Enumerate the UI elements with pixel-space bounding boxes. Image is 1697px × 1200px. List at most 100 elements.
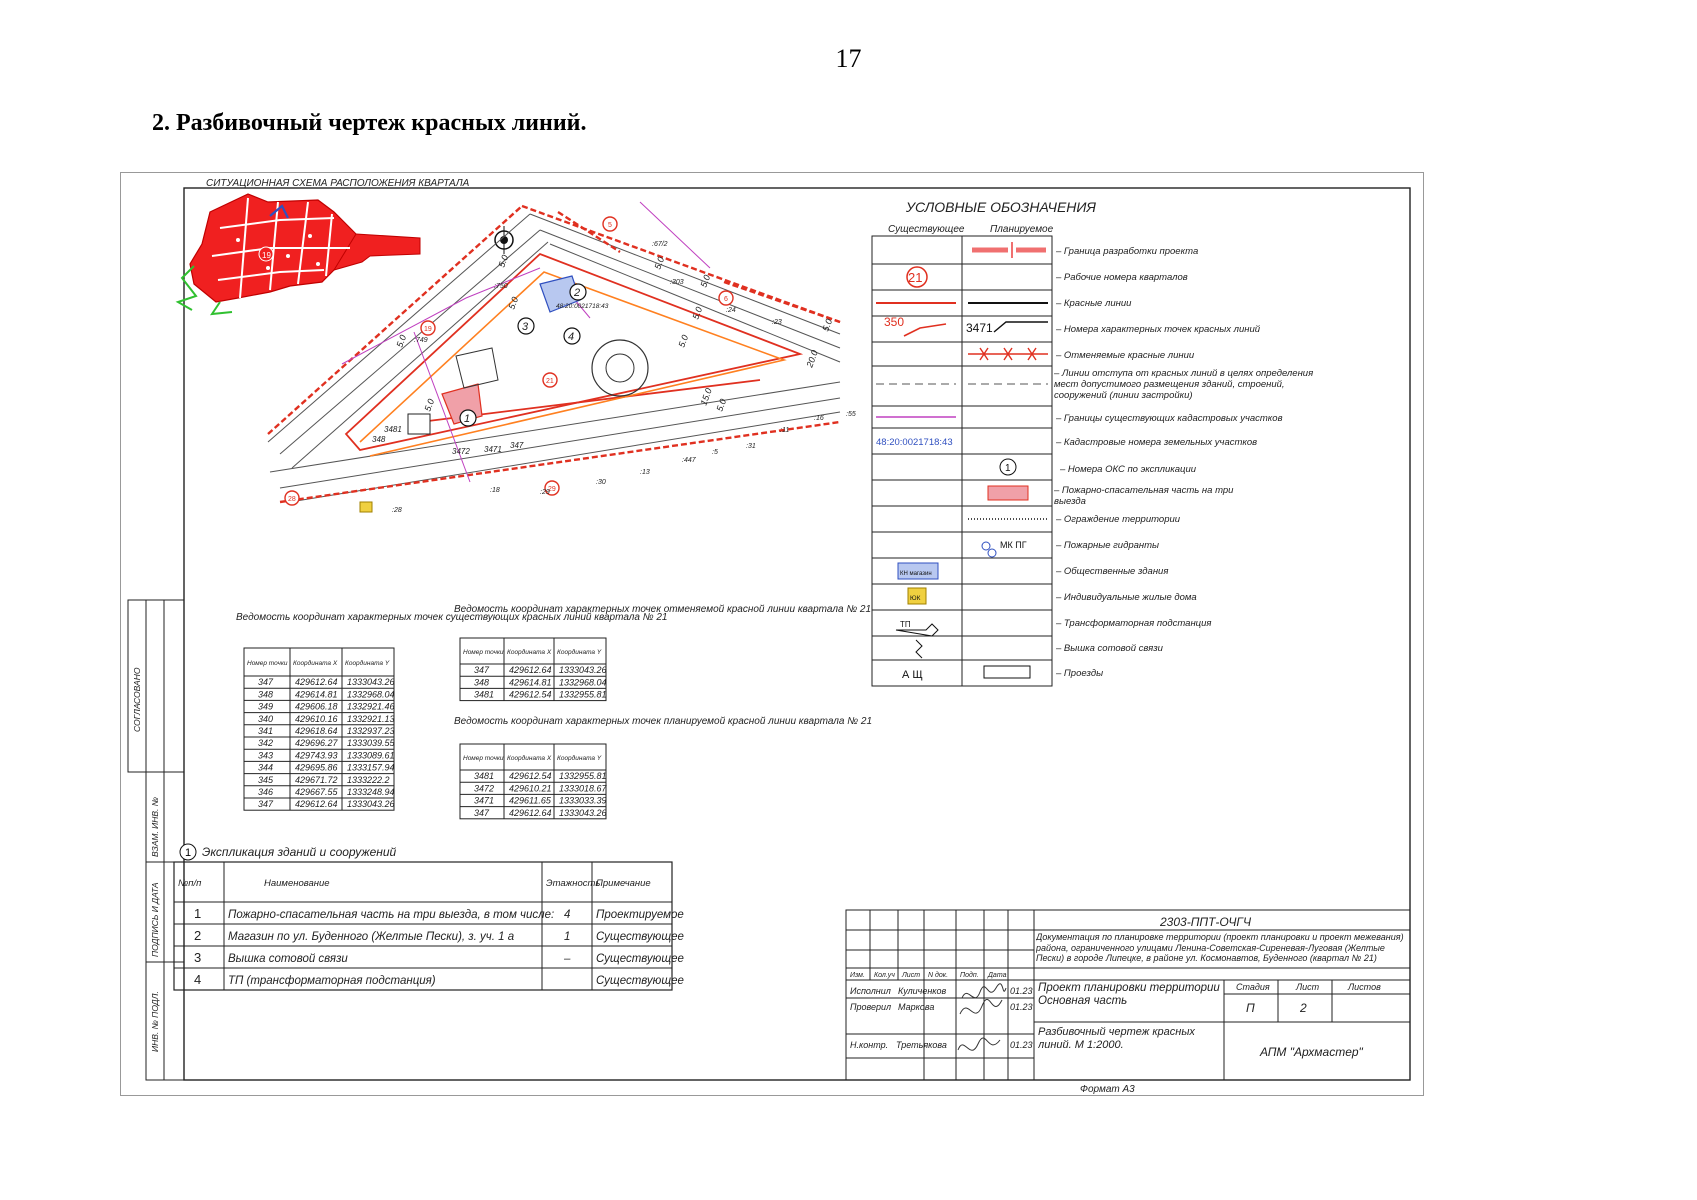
table-cell: 1333039.55 bbox=[347, 738, 396, 748]
map-cadastral-tag: 48:20:0021718:43 bbox=[556, 303, 609, 310]
parcel-number: :16 bbox=[814, 415, 824, 422]
quarter-label: 21 bbox=[546, 378, 554, 385]
legend-label: – Отменяемые красные линии bbox=[1055, 350, 1195, 361]
parcel-number: :303 bbox=[670, 279, 684, 286]
legend-label: – Красные линии bbox=[1055, 298, 1132, 309]
table-cell: 429612.54 bbox=[509, 771, 552, 781]
table-cell: 429612.64 bbox=[295, 677, 338, 687]
stamp-head: Кол.уч bbox=[874, 972, 895, 979]
legend-passage-sample: А Щ bbox=[902, 669, 923, 681]
table-cell: 340 bbox=[258, 714, 273, 724]
table-cell: 429612.64 bbox=[509, 665, 552, 675]
table-header: Координата Y bbox=[345, 659, 390, 667]
stamp-format: Формат А3 bbox=[1080, 1084, 1135, 1095]
stamp-project-title: Проект планировки территории Основная ча… bbox=[1038, 982, 1220, 1007]
table-cell: 1333222.2 bbox=[347, 775, 390, 785]
table-cell: 345 bbox=[258, 775, 274, 785]
signature bbox=[957, 983, 1007, 1051]
table-cell: 3472 bbox=[474, 783, 494, 793]
legend-label: – Номера ОКС по экспликации bbox=[1059, 464, 1197, 475]
table-cell: 1333018.67 bbox=[559, 783, 608, 793]
legend-label: – Общественные здания bbox=[1055, 566, 1168, 577]
table-cell: 1332968.04 bbox=[347, 689, 395, 699]
table-cell: 1333033.39 bbox=[559, 796, 607, 806]
legend-label: – Границы существующих кадастровых участ… bbox=[1055, 413, 1283, 424]
table-cell: 429611.65 bbox=[509, 796, 552, 806]
stamp-head: N док. bbox=[928, 971, 948, 979]
page-number: 17 bbox=[835, 44, 862, 73]
legend-house-sample: ЮК bbox=[910, 595, 921, 602]
stamp-head: Изм. bbox=[850, 972, 865, 979]
stamp-head: Дата bbox=[987, 972, 1007, 979]
table-cell: 1333248.94 bbox=[347, 787, 395, 797]
stamp-role: Исполнил bbox=[850, 986, 891, 996]
parcel-number: :28 bbox=[392, 507, 402, 514]
table-cell: 3471 bbox=[474, 796, 494, 806]
legend-cadastral-sample: 48:20:0021718:43 bbox=[876, 437, 953, 448]
point-label: 348 bbox=[372, 435, 386, 444]
legend-quarter-sample: 21 bbox=[908, 270, 922, 285]
table-cell: 1332955.81 bbox=[559, 690, 607, 700]
table-cell: 429671.72 bbox=[295, 775, 338, 785]
parcel-number: :24 bbox=[726, 307, 736, 314]
table-cell: 429696.27 bbox=[295, 738, 339, 748]
legend-label: – Линии отступа от красных линий в целях… bbox=[1054, 368, 1314, 401]
legend-label: – Ограждение территории bbox=[1055, 514, 1181, 525]
stamp-stage-value: 2 bbox=[1299, 1001, 1307, 1015]
explication-cell: 4 bbox=[194, 972, 201, 987]
legend-tp-sample: ТП bbox=[900, 620, 911, 629]
legend-label: – Пожарные гидранты bbox=[1055, 540, 1159, 551]
quarter-label: 29 bbox=[548, 486, 556, 493]
explication-cell: Существующее bbox=[596, 953, 684, 965]
table-header: Номер точки bbox=[247, 660, 288, 667]
table-cell: 429667.55 bbox=[295, 787, 339, 797]
side-strip bbox=[127, 599, 185, 1081]
legend-public-sample: КН магазин bbox=[900, 571, 932, 577]
stamp-role: Н.контр. bbox=[850, 1040, 888, 1050]
stamp-name: Третьякова bbox=[896, 1040, 947, 1050]
table-cell: 1332937.23 bbox=[347, 726, 395, 736]
legend: УСЛОВНЫЕ ОБОЗНАЧЕНИЯ Существующее Планир… bbox=[871, 199, 1314, 687]
legend-title: УСЛОВНЫЕ ОБОЗНАЧЕНИЯ bbox=[905, 199, 1096, 215]
coord-table-planned: Ведомость координат характерных точек пл… bbox=[454, 716, 872, 820]
parcel-number: :749 bbox=[414, 337, 428, 344]
table-cell: 347 bbox=[258, 799, 274, 809]
situation-title: СИТУАЦИОННАЯ СХЕМА РАСПОЛОЖЕНИЯ КВАРТАЛА bbox=[206, 178, 470, 189]
table-cell: 429610.16 bbox=[295, 714, 338, 724]
table-header: Координата Y bbox=[557, 648, 602, 656]
table-header: Номер точки bbox=[463, 755, 504, 762]
legend-label: – Трансформаторная подстанция bbox=[1055, 618, 1211, 629]
parcel-number: :13 bbox=[640, 469, 650, 476]
legend-point-planned: 3471 bbox=[966, 321, 993, 335]
title-block bbox=[845, 909, 1411, 1081]
table-cell: 429610.21 bbox=[509, 783, 552, 793]
explication-header: №п/п bbox=[178, 878, 202, 889]
table-title: Ведомость координат характерных точек пл… bbox=[454, 716, 872, 727]
explication-header: Примечание bbox=[596, 878, 651, 889]
dim-label: 5.0 bbox=[698, 274, 712, 289]
point-label: 3471 bbox=[484, 445, 502, 454]
dim-label: 5.0 bbox=[652, 256, 666, 271]
situation-scheme: 19 bbox=[175, 193, 421, 316]
table-cell: 348 bbox=[258, 689, 273, 699]
map-building-number: 1 bbox=[464, 413, 470, 425]
dim-label: 5.0 bbox=[496, 254, 510, 269]
explication-cell: Вышка сотовой связи bbox=[228, 953, 348, 965]
explication-cell: – bbox=[563, 953, 571, 965]
explication-cell: Существующее bbox=[596, 975, 684, 987]
legend-label: – Индивидуальные жилые дома bbox=[1055, 592, 1197, 603]
dim-label: 5.0 bbox=[714, 398, 728, 413]
section-heading: 2. Разбивочный чертеж красных линий. bbox=[152, 110, 587, 136]
table-cell: 348 bbox=[474, 677, 489, 687]
dim-label: 5.0 bbox=[690, 306, 704, 321]
parcel-number: :750 bbox=[494, 283, 508, 290]
table-cell: 1333043.26 bbox=[347, 677, 395, 687]
table-header: Координата X bbox=[507, 648, 552, 656]
coord-table-cancelled: Ведомость координат характерных точек от… bbox=[454, 604, 871, 702]
legend-hydrant-sample: МК ПГ bbox=[1000, 540, 1027, 550]
table-header: Координата X bbox=[507, 754, 552, 762]
stamp-stage-header: Листов bbox=[1347, 982, 1381, 992]
legend-label: – Пожарно-спасательная часть на три выез… bbox=[1054, 485, 1234, 507]
table-header: Координата Y bbox=[557, 754, 602, 762]
parcel-number: :67/2 bbox=[652, 241, 668, 248]
